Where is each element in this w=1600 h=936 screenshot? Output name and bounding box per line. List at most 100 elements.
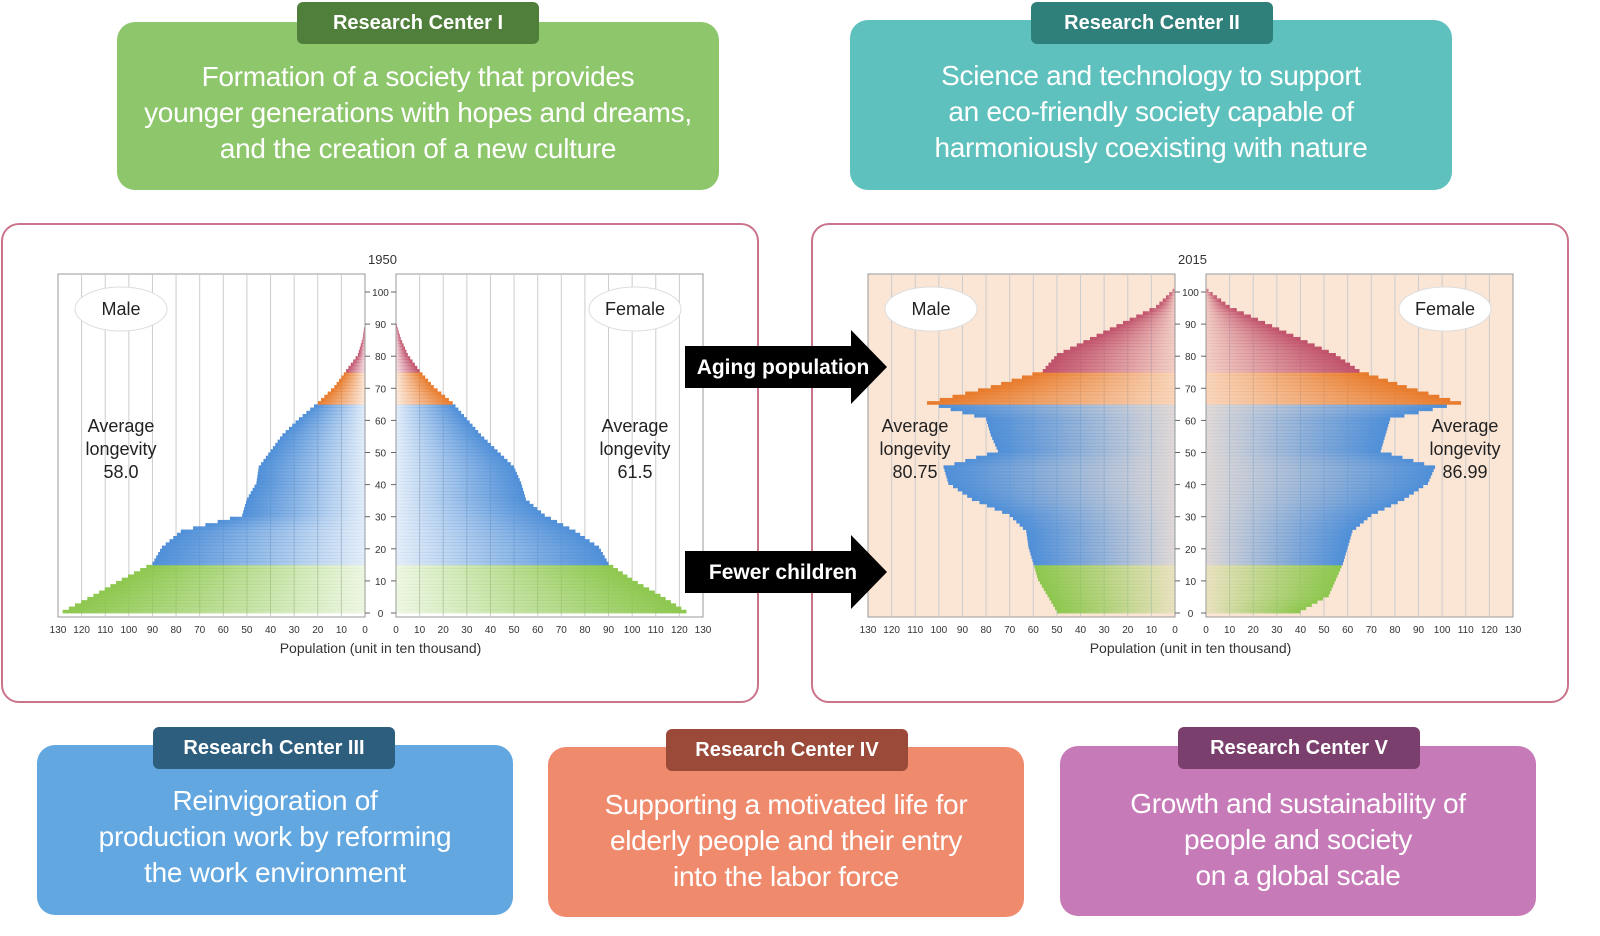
female-bar (1206, 558, 1344, 563)
age-tick-label: 100 (372, 288, 389, 299)
male-bar (1136, 314, 1175, 319)
female-bar (1206, 606, 1307, 611)
male-bar (358, 349, 365, 354)
male-bar (158, 552, 365, 556)
female-bar (1206, 519, 1364, 524)
male-bar (1021, 375, 1175, 380)
female-label: Female (1415, 299, 1475, 319)
female-bar (396, 558, 607, 563)
female-x-tick-label: 110 (648, 625, 664, 636)
male-bar (81, 600, 366, 604)
male-bar (180, 529, 365, 534)
female-bar (396, 590, 655, 595)
male-bar (1129, 317, 1175, 322)
female-bar (396, 417, 467, 421)
male-bar (1034, 564, 1175, 569)
male-bar (75, 603, 365, 607)
female-bar (1206, 564, 1342, 569)
female-label: Female (605, 299, 665, 319)
male-bar (1028, 545, 1175, 550)
female-bar (396, 552, 603, 556)
male-bar (173, 535, 365, 540)
male-bar (938, 404, 1175, 408)
female-x-tick-label: 70 (556, 625, 568, 636)
male-bar (1169, 292, 1175, 296)
male-bar (1047, 593, 1175, 598)
male-bar (341, 375, 365, 380)
research-center-5-description: Growth and sustainability of people and … (1130, 788, 1466, 891)
male-bar (1045, 365, 1175, 370)
male-bar (1096, 333, 1175, 338)
female-bar (396, 474, 519, 479)
female-bar (1206, 308, 1237, 312)
male-bar (104, 587, 366, 591)
male-bar (177, 532, 365, 537)
female-bar (396, 519, 558, 524)
female-bar (396, 478, 520, 482)
female-bar (396, 336, 401, 341)
male-bar (1011, 378, 1175, 383)
female-bar (396, 401, 453, 405)
age-tick-label: 70 (375, 384, 387, 395)
age-tick-label: 10 (1185, 577, 1197, 588)
male-longevity-line1: Average (88, 416, 155, 436)
female-longevity-line2: longevity (599, 439, 670, 459)
female-bar (396, 420, 470, 425)
male-bar (154, 558, 365, 563)
male-bar (245, 500, 365, 505)
male-bar (1048, 362, 1175, 367)
female-x-tick-label: 100 (1434, 625, 1451, 636)
female-bar (396, 539, 590, 543)
age-tick-label: 80 (1185, 352, 1197, 363)
male-bar (1031, 555, 1175, 559)
female-x-tick-label: 0 (1203, 625, 1209, 636)
female-bar (396, 426, 476, 431)
female-bar (1206, 369, 1360, 373)
male-bar (245, 503, 365, 508)
male-bar (1045, 590, 1175, 595)
female-bar (396, 468, 516, 473)
age-tick-label: 50 (1185, 449, 1197, 460)
male-bar (1027, 539, 1175, 543)
female-bar (1206, 590, 1331, 595)
research-center-3-description: Reinvigoration of production work by ref… (98, 785, 452, 888)
age-tick-label: 20 (375, 545, 387, 556)
female-bar (396, 330, 399, 335)
male-bar (321, 397, 365, 402)
female-bar (1206, 455, 1403, 460)
male-bar (1032, 558, 1175, 563)
female-bar (396, 507, 538, 511)
male-bar (1116, 324, 1175, 328)
age-tick-label: 60 (375, 416, 387, 427)
female-x-tick-label: 130 (1505, 625, 1522, 636)
male-x-tick-label: 60 (218, 625, 230, 636)
male-bar (302, 413, 365, 418)
male-bar (361, 340, 365, 344)
male-x-tick-label: 0 (1172, 625, 1178, 636)
female-bar (1206, 584, 1334, 588)
male-bar (948, 481, 1175, 485)
female-bar (1206, 407, 1433, 412)
male-bar (979, 500, 1175, 505)
male-bar (257, 474, 365, 479)
research-center-1-box: Formation of a society that provides you… (117, 22, 719, 190)
female-bar (1206, 330, 1287, 335)
female-bar (1206, 500, 1398, 505)
female-bar (396, 333, 400, 338)
male-bar (350, 362, 365, 367)
female-bar (396, 526, 570, 530)
male-bar (205, 523, 365, 527)
female-bar (396, 555, 605, 559)
female-bar (396, 352, 408, 357)
aging-population-arrow: Aging population (685, 330, 887, 404)
female-bar (1206, 388, 1418, 392)
female-label-ellipse (1398, 286, 1492, 332)
male-bar (990, 385, 1175, 389)
age-tick-label: 70 (1185, 384, 1197, 395)
male-bar (992, 436, 1175, 441)
male-bar (1076, 343, 1175, 347)
female-bar (1206, 311, 1244, 315)
female-bar (1206, 413, 1405, 418)
